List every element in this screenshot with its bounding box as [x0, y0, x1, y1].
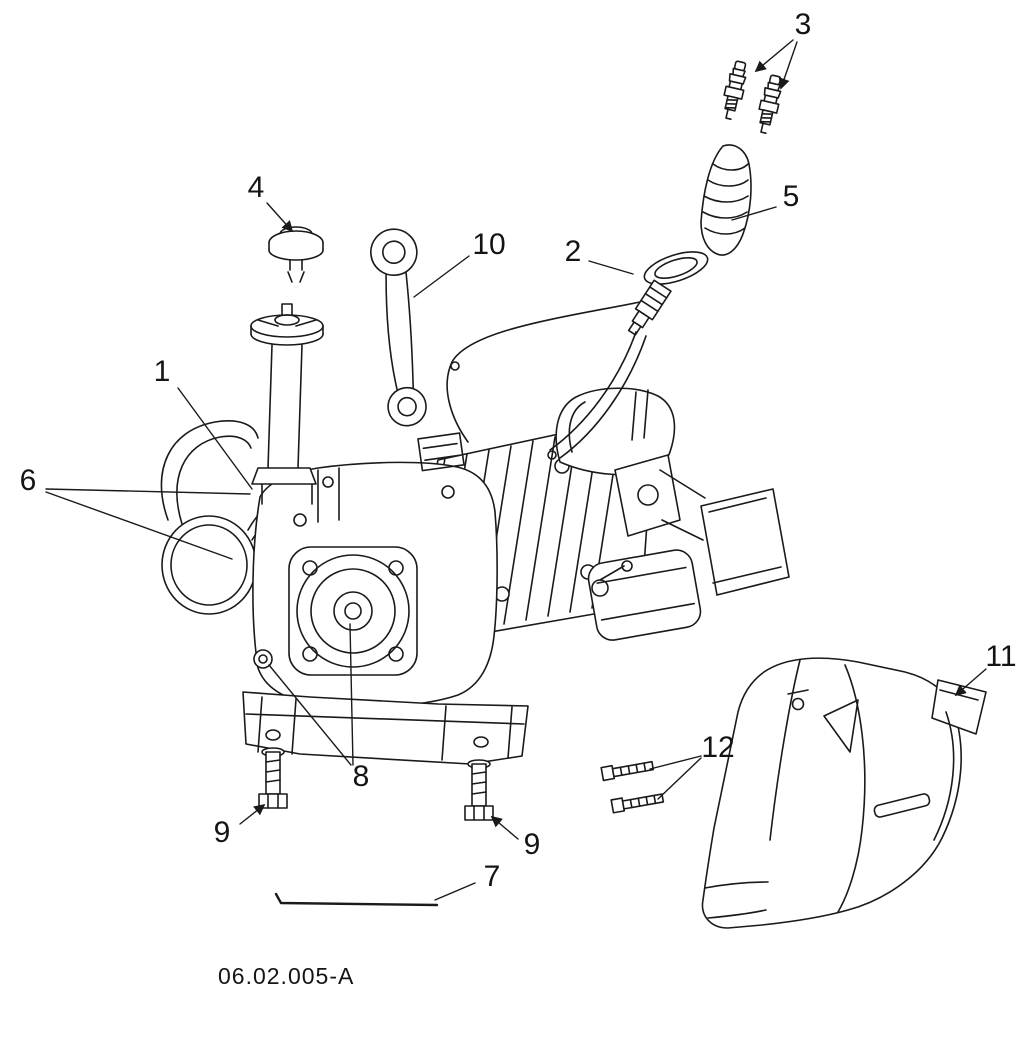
callout-label-3: 3: [794, 8, 812, 41]
shroud-bolt-2: [610, 793, 665, 814]
valve-cover: [555, 387, 676, 476]
callout-label-11: 11: [985, 640, 1017, 673]
mount-bolt-left: [258, 747, 288, 809]
leader-lines: [45, 39, 987, 901]
pto-plate: [253, 546, 418, 676]
callout-label-1: 1: [153, 355, 171, 388]
carburetor: [614, 454, 790, 596]
callout-label-10: 10: [472, 228, 506, 261]
cable-collar: [643, 251, 709, 285]
callout-label-7: 7: [483, 860, 501, 893]
governor-linkage: [591, 560, 633, 597]
throttle-cable: [446, 301, 647, 460]
callout-label-6: 6: [19, 464, 37, 497]
callout-label-5: 5: [782, 180, 800, 213]
shroud-bolt-1: [600, 760, 655, 782]
linkage-rod: [274, 892, 439, 907]
muffler: [587, 549, 702, 641]
callout-label-9: 9: [523, 828, 541, 861]
mounting-base: [242, 691, 529, 765]
callout-label-8: 8: [352, 760, 370, 793]
callout-label-4: 4: [247, 171, 265, 204]
spark-plug-1: [723, 60, 747, 120]
starter-grip: [700, 144, 752, 256]
callout-label-2: 2: [564, 235, 582, 268]
oil-fill-tube: [250, 303, 324, 505]
callout-label-9: 9: [213, 816, 231, 849]
spark-plug-2: [758, 74, 782, 134]
cable-adjuster: [627, 279, 672, 336]
drawing-number: 06.02.005-A: [218, 963, 355, 989]
ignition-module: [417, 432, 465, 472]
rod-part: [370, 228, 427, 427]
callout-label-12: 12: [701, 731, 735, 764]
mount-bolt-right: [464, 759, 494, 821]
engine-shroud: [701, 657, 987, 929]
